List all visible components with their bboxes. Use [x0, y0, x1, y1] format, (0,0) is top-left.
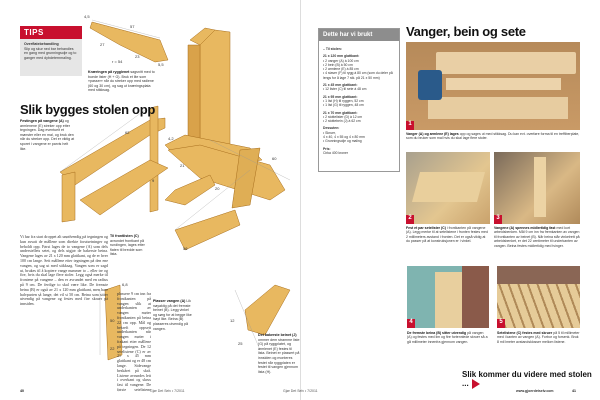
armrest	[167, 144, 286, 201]
right-headline: Vanger, bein og sete	[406, 24, 526, 39]
photo-5: 5	[497, 266, 580, 328]
materials-item: • 2 bein (B) à 50 cm	[323, 62, 353, 67]
intro-text: Festingen på vangene (A) og armlenene (E…	[20, 119, 75, 151]
person	[462, 266, 489, 328]
chair-illustration: 4,5 57 27 23 r = 54 5,5 62 4,2 21 56 20 50 22 6…	[59, 14, 291, 361]
back-slat	[231, 147, 261, 209]
wood-board	[446, 78, 561, 90]
dimension-label: 6,8	[122, 282, 128, 287]
page-number-right: 41	[572, 389, 576, 393]
photo-2: 2	[406, 152, 490, 224]
photo-1-caption: Vanger (A) og armlene (E) lages opp og s…	[406, 132, 580, 141]
footer-left: Gjør Det Selv • 7/2011	[150, 389, 185, 393]
materials-group-heading: Dessuten:	[323, 126, 340, 131]
photo-3-caption: Vangene (A) spennes midlertidig fast med…	[494, 226, 580, 248]
dimension-label: 57	[130, 24, 135, 29]
photo-number: 1	[406, 121, 414, 130]
photo-4: 4	[407, 266, 489, 328]
website: www.gjoerdetselv.com	[516, 389, 554, 393]
wood-leg	[534, 157, 546, 217]
dimension-label: 12	[230, 318, 235, 323]
materials-group-heading: 21 x 120 mm glattkant:	[323, 54, 360, 59]
materials-item: • 4 staver (F) til rygg à 80 cm (som du …	[323, 71, 393, 80]
materials-item: 4 x 40, 4 x 55 og 4 x 80 mm	[323, 135, 365, 140]
body-column-1: Vi har fra start droppet alt unødvendig …	[20, 235, 108, 307]
dimension-label: 62	[125, 130, 130, 135]
photo-3: 3	[494, 152, 580, 224]
dimension-label: 21	[180, 163, 185, 168]
materials-item: • 2 stottelister (D) à 12 cm	[323, 114, 363, 119]
tips-title: Overflatebehandling	[24, 42, 59, 46]
body-column-2: plassere 9 cm inn fra frontkanten på van…	[117, 292, 151, 392]
page-headline: Slik bygges stolen opp	[20, 102, 155, 117]
materials-group-heading: 21 x 95 mm glattkant:	[323, 94, 358, 99]
plasser-vangen-caption: Plasser vangen (A) Lik nøyaktig på det f…	[153, 299, 192, 331]
til-frontlisten-caption: Til frontlisten (C) avrundet frontkant p…	[110, 234, 145, 257]
front-post	[61, 171, 76, 223]
dimension-label: 27	[100, 42, 105, 47]
runner	[174, 209, 241, 251]
materials-group-heading: 21 x 45 mm glattkant:	[323, 83, 358, 88]
materials-item: • 1 list (G) til ryggen, 48 cm	[323, 103, 364, 108]
dimension-lines	[59, 19, 291, 355]
front-leg	[104, 284, 123, 361]
photo-1: 1	[406, 42, 580, 130]
armrest-caption: Knæringen på rygglenet sagsnitt med to b…	[88, 70, 155, 93]
arrow-right-icon	[471, 379, 480, 389]
dimension-label: 56	[183, 246, 188, 251]
photo-number: 3	[494, 215, 502, 224]
dimension-label: 25	[238, 341, 243, 346]
page-number-left: 40	[20, 389, 24, 393]
dimension-label: 60	[272, 156, 277, 161]
seat-slats	[79, 159, 169, 216]
materials-box: Dette har vi brukt – Til stolen: 21 x 120…	[318, 28, 400, 172]
dimension-label: r = 54	[112, 59, 123, 64]
materials-item: • Skruer,	[323, 130, 336, 135]
photo-2-caption: Fest et par setelister (C) i frontkanten…	[406, 226, 488, 244]
continue-link[interactable]: Slik kommer du videre med stolen ...	[462, 370, 592, 389]
dimension-label: 5,5	[158, 62, 164, 67]
photo-number: 4	[407, 319, 415, 328]
photo-number: 5	[497, 319, 505, 328]
dimension-label: 22	[110, 346, 115, 351]
wood-frame	[411, 172, 486, 202]
support-piece	[164, 174, 216, 206]
dimension-label: 4,5	[84, 14, 90, 19]
photo-5-caption: Setelistene (C) festes med skruer på 5 t…	[497, 331, 580, 344]
wood-board	[436, 52, 576, 74]
tips-body: Slip og skur ned bar behandles en gang m…	[24, 46, 77, 60]
materials-item: • 2 stottebein (J) à 62 cm	[323, 119, 361, 124]
materials-group-heading: – Til stolen:	[323, 47, 342, 51]
photo-4-caption: De fremste beina (B) sitter utvendig på …	[407, 331, 488, 344]
materials-group-heading: Pris:	[323, 146, 331, 151]
materials-item: • 12 lister (C) til sete à 48 cm	[323, 87, 367, 92]
materials-item: • 2 armlene (E) à 85 cm	[323, 67, 359, 72]
dimension-label: 50	[110, 318, 115, 323]
rear-leg	[244, 284, 291, 336]
materials-list: – Til stolen: 21 x 120 mm glattkant:• 2 v…	[319, 41, 399, 158]
materials-item: • 2 vanger (A) à 100 cm	[323, 58, 359, 63]
seat-slats	[497, 284, 580, 328]
armrest-part	[89, 21, 169, 63]
materials-item: Cirka 400 kroner	[323, 150, 349, 155]
tips-label: TIPS	[20, 26, 82, 39]
photo-number: 2	[406, 215, 414, 224]
dimension-label: 20	[215, 186, 220, 191]
jigsaw-tool	[418, 70, 442, 100]
materials-item: • Grunningsolje og maling	[323, 139, 362, 144]
materials-title: Dette har vi brukt	[319, 29, 399, 41]
dimension-label: 4,2	[168, 136, 174, 141]
wood-board	[428, 97, 568, 119]
dimension-label: 23	[135, 54, 140, 59]
materials-item: • 1 list (H) til ryggen, 52 cm	[323, 98, 364, 103]
bakerste-beinet-caption: Det bakerste beinet (J) ommer dem stramm…	[258, 333, 300, 374]
dimension-label: 9	[152, 178, 155, 183]
materials-group-heading: 21 x 70 mm glattkant:	[323, 110, 358, 115]
footer-right-center: Gjør Det Selv • 7/2011	[283, 389, 318, 393]
back-leg-piece	[149, 105, 159, 213]
wood-leg	[435, 272, 463, 328]
